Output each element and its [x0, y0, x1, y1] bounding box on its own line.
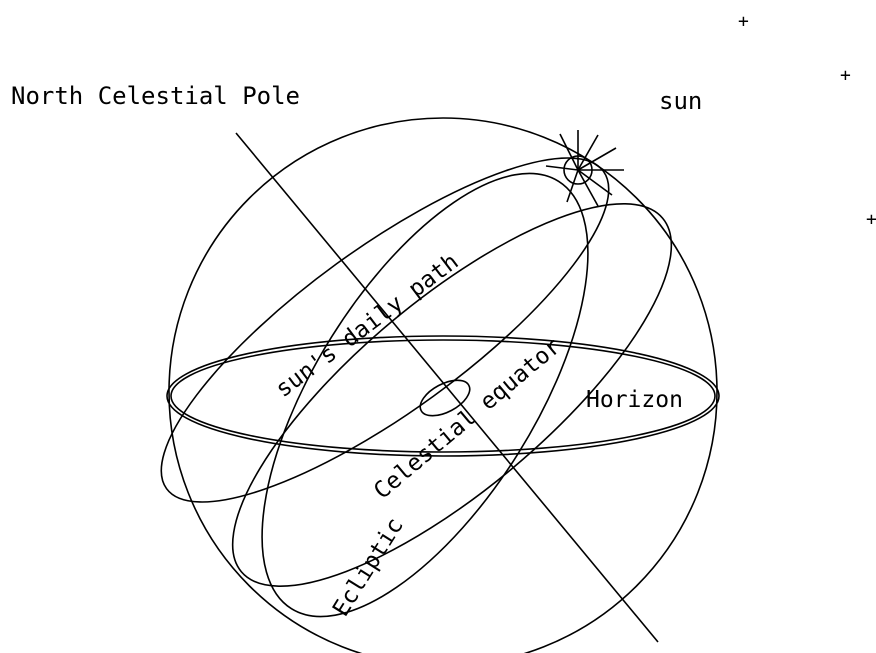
- suns-daily-path-label: sun's daily path: [271, 249, 464, 403]
- star-marker: +: [738, 11, 749, 32]
- star-marker: +: [866, 209, 876, 230]
- horizon-label: Horizon: [586, 387, 683, 413]
- sun-icon: [546, 130, 624, 206]
- north-celestial-pole-label: North Celestial Pole: [11, 84, 300, 108]
- ecliptic-ellipse: [198, 123, 652, 653]
- sun-label: sun: [659, 89, 702, 113]
- celestial-equator-label: Celestial equator: [369, 333, 566, 504]
- ecliptic-label: Ecliptic: [328, 513, 409, 621]
- star-marker: +: [840, 65, 851, 86]
